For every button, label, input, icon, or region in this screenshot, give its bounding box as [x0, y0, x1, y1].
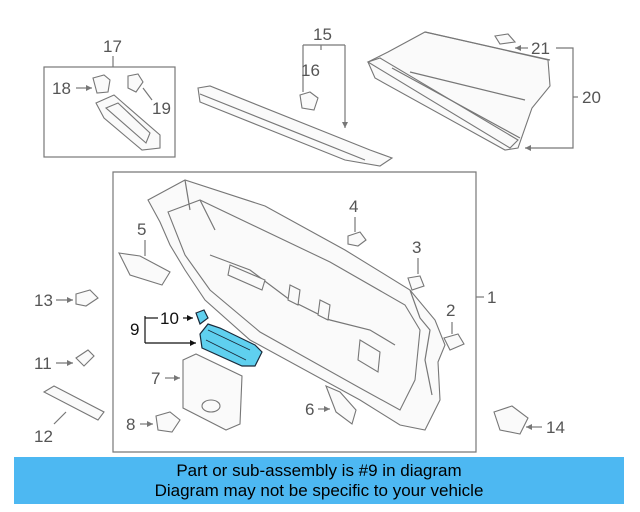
part-8-clip[interactable]	[155, 411, 181, 433]
part-21-clip[interactable]	[494, 33, 517, 45]
part-12-strip[interactable]	[42, 385, 105, 421]
callout-group-17: 17 18 19	[43, 37, 176, 158]
callout-group-11: 11	[34, 349, 95, 373]
callout-1[interactable]: 1	[487, 288, 496, 307]
callout-21[interactable]: 21	[531, 39, 550, 58]
callout-14[interactable]: 14	[546, 418, 565, 437]
callout-13[interactable]: 13	[34, 291, 53, 310]
banner-line-2: Diagram may not be specific to your vehi…	[154, 480, 484, 500]
callout-group-12: 12	[34, 385, 105, 446]
callout-15[interactable]: 15	[313, 25, 332, 44]
callout-12[interactable]: 12	[34, 427, 53, 446]
callout-10[interactable]: 10	[160, 309, 179, 328]
callout-11[interactable]: 11	[34, 354, 52, 373]
callout-group-14: 14	[493, 405, 565, 437]
callout-2[interactable]: 2	[446, 301, 455, 320]
part-9-bracket[interactable]	[199, 323, 263, 367]
banner-line-1: Part or sub-assembly is #9 in diagram	[176, 460, 462, 480]
callout-group-15: 15 16	[197, 25, 394, 167]
part-16-clip[interactable]	[299, 91, 319, 111]
callout-group-20: 21 20	[366, 31, 601, 151]
part-20-cargo-cover[interactable]	[367, 31, 551, 151]
callout-group-3: 3	[407, 238, 425, 291]
callout-group-1: 1	[112, 171, 496, 453]
callout-9[interactable]: 9	[130, 320, 139, 339]
part-2-clip[interactable]	[443, 333, 465, 351]
callout-group-5: 5	[118, 220, 171, 286]
parts-diagram: 17 18 19 15 16 21	[34, 25, 601, 453]
callout-group-2: 2	[443, 301, 465, 351]
callout-6[interactable]: 6	[305, 400, 314, 419]
callout-20[interactable]: 20	[582, 88, 601, 107]
part-5-bracket[interactable]	[118, 252, 171, 286]
part-14-clip[interactable]	[493, 405, 529, 435]
part-4-clip[interactable]	[347, 231, 367, 247]
callout-group-8: 8	[126, 411, 181, 434]
callout-17[interactable]: 17	[103, 37, 122, 56]
callout-group-9: 9 10	[130, 309, 263, 367]
callout-18[interactable]: 18	[52, 79, 71, 98]
callout-16[interactable]: 16	[301, 61, 320, 80]
callout-group-13: 13	[34, 289, 99, 310]
callout-7[interactable]: 7	[151, 369, 160, 388]
part-19-clip[interactable]	[127, 73, 144, 93]
part-3-clip[interactable]	[407, 275, 425, 291]
callout-group-4: 4	[347, 197, 367, 247]
part-15-rail[interactable]	[197, 85, 394, 167]
part-7-cover[interactable]	[182, 353, 243, 431]
part-13-clip[interactable]	[75, 289, 99, 307]
part-10-clip[interactable]	[195, 309, 209, 325]
callout-5[interactable]: 5	[137, 220, 146, 239]
callout-4[interactable]: 4	[349, 197, 358, 216]
part-18-clip[interactable]	[92, 74, 111, 94]
callout-group-7: 7	[151, 353, 243, 431]
callout-8[interactable]: 8	[126, 415, 135, 434]
part-6-bracket[interactable]	[325, 384, 357, 425]
callout-19[interactable]: 19	[152, 99, 171, 118]
callout-3[interactable]: 3	[412, 238, 421, 257]
part-11-screw[interactable]	[75, 349, 95, 367]
callout-group-6: 6	[305, 384, 357, 425]
info-banner: Part or sub-assembly is #9 in diagram Di…	[14, 457, 624, 504]
